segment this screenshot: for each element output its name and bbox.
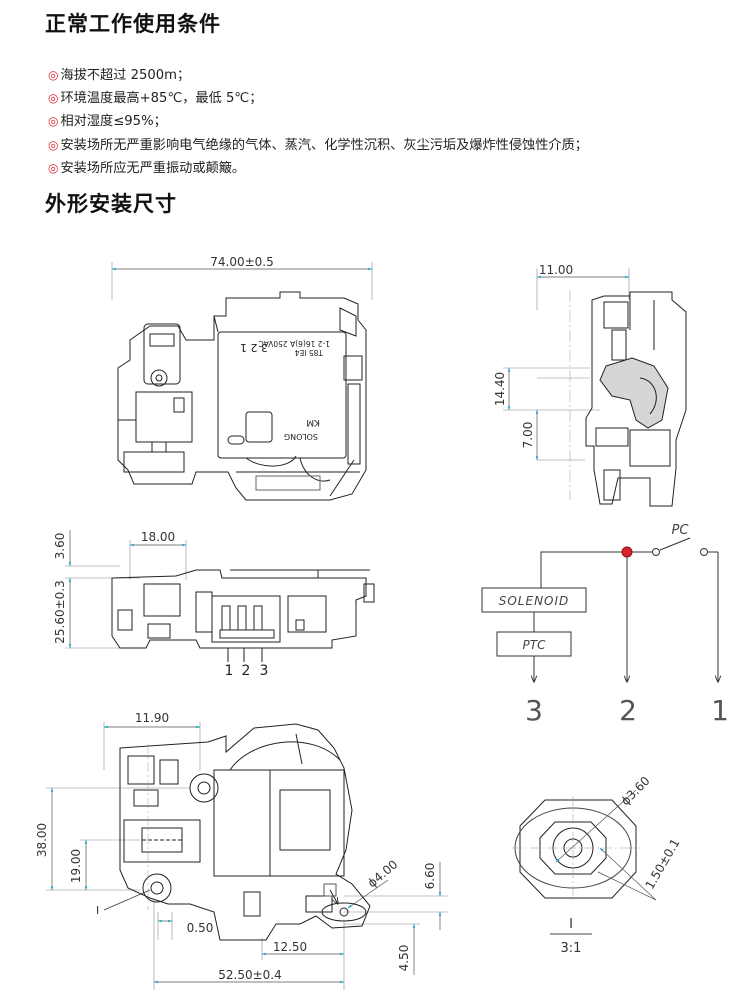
device-markings: T85 IE4 1-2 16(6)A 250VAC 3 2 1 KM SOLON…	[240, 339, 330, 441]
detail-offset: 1.50±0.1	[643, 836, 683, 891]
condition-item: ◎安装场所无严重影响电气绝缘的气体、蒸汽、化学性沉积、灰尘污垢及爆炸性侵蚀性介质…	[48, 134, 588, 157]
detail-scale: 3:1	[561, 941, 582, 956]
dim-side-height-b: 7.00	[521, 422, 535, 449]
double-circle-icon: ◎	[48, 114, 59, 129]
terminal-label-1: 1	[225, 663, 234, 679]
ptc-label: PTC	[523, 638, 547, 652]
condition-item: ◎环境温度最高+85℃，最低 5℃；	[48, 87, 588, 110]
condition-text: 安装场所无严重影响电气绝缘的气体、蒸汽、化学性沉积、灰尘污垢及爆炸性侵蚀性介质；	[60, 137, 588, 153]
dim-side-offset: 11.00	[539, 263, 573, 277]
terminal-label-2: 2	[242, 663, 251, 679]
side-view	[503, 268, 687, 507]
output-label-3: 3	[525, 694, 543, 727]
circuit-schematic	[481, 537, 718, 682]
dim-side-height-a: 14.40	[493, 372, 507, 406]
dim-bottom-right-lower: 4.50	[397, 945, 411, 972]
double-circle-icon: ◎	[48, 68, 59, 82]
switch-label: PC	[672, 523, 690, 538]
dim-bottom-hole: ϕ4.00	[365, 857, 401, 890]
double-circle-icon: ◎	[48, 160, 59, 175]
terminal-labels: 1 2 3	[225, 663, 269, 679]
condition-text: 环境温度最高+85℃，最低 5℃；	[60, 91, 263, 107]
marking-brand: SOLONG	[284, 432, 318, 441]
marking-pins: 3 2 1	[240, 341, 268, 354]
detail-diameter: ϕ3.60	[618, 774, 652, 808]
dim-top-width: 74.00±0.5	[210, 255, 274, 269]
dimensions-title: 外形安装尺寸	[45, 192, 177, 216]
condition-text: 海拔不超过 2500m；	[60, 68, 191, 83]
condition-item: ◎安装场所应无严重振动或颠簸。	[48, 157, 588, 180]
condition-text: 安装场所应无严重振动或颠簸。	[60, 160, 246, 176]
marking-code: KM	[306, 417, 320, 427]
dim-bottom-gap: 0.50	[187, 921, 214, 935]
detail-label: I	[569, 917, 573, 932]
conditions-list: ◎海拔不超过 2500m； ◎环境温度最高+85℃，最低 5℃； ◎相对湿度≤9…	[48, 64, 588, 180]
solenoid-label: SOLENOID	[499, 594, 570, 608]
dim-bottom-width-inner: 12.50	[273, 940, 307, 954]
dim-front-offset-top: 3.60	[53, 533, 67, 560]
dim-bottom-offset: 11.90	[135, 711, 169, 725]
top-view	[111, 262, 373, 501]
marking-line1: T85 IE4	[295, 348, 324, 357]
dim-bottom-height: 38.00	[35, 823, 49, 857]
schematic-labels: PC SOLENOID PTC 3 2 1	[499, 523, 729, 727]
output-label-2: 2	[619, 694, 637, 727]
condition-text: 相对湿度≤95%；	[60, 114, 167, 130]
bottom-view	[46, 722, 448, 990]
output-label-1: 1	[711, 694, 729, 727]
detail-view	[512, 789, 657, 935]
marking-line2: 1-2 16(6)A 250VAC	[258, 339, 330, 348]
terminal-view	[65, 530, 375, 662]
conditions-title: 正常工作使用条件	[45, 12, 221, 36]
condition-item: ◎相对湿度≤95%；	[48, 110, 588, 133]
dim-bottom-height-lower: 19.00	[69, 849, 83, 883]
dim-front-height: 25.60±0.3	[53, 580, 67, 644]
double-circle-icon: ◎	[48, 137, 59, 152]
dim-front-terminal-span: 18.00	[141, 530, 175, 544]
double-circle-icon: ◎	[48, 91, 59, 106]
dim-bottom-width-total: 52.50±0.4	[218, 968, 282, 982]
section-marker: I	[96, 904, 99, 917]
dim-bottom-right-upper: 6.60	[423, 863, 437, 890]
condition-item: ◎海拔不超过 2500m；	[48, 64, 588, 87]
terminal-label-3: 3	[260, 663, 269, 679]
